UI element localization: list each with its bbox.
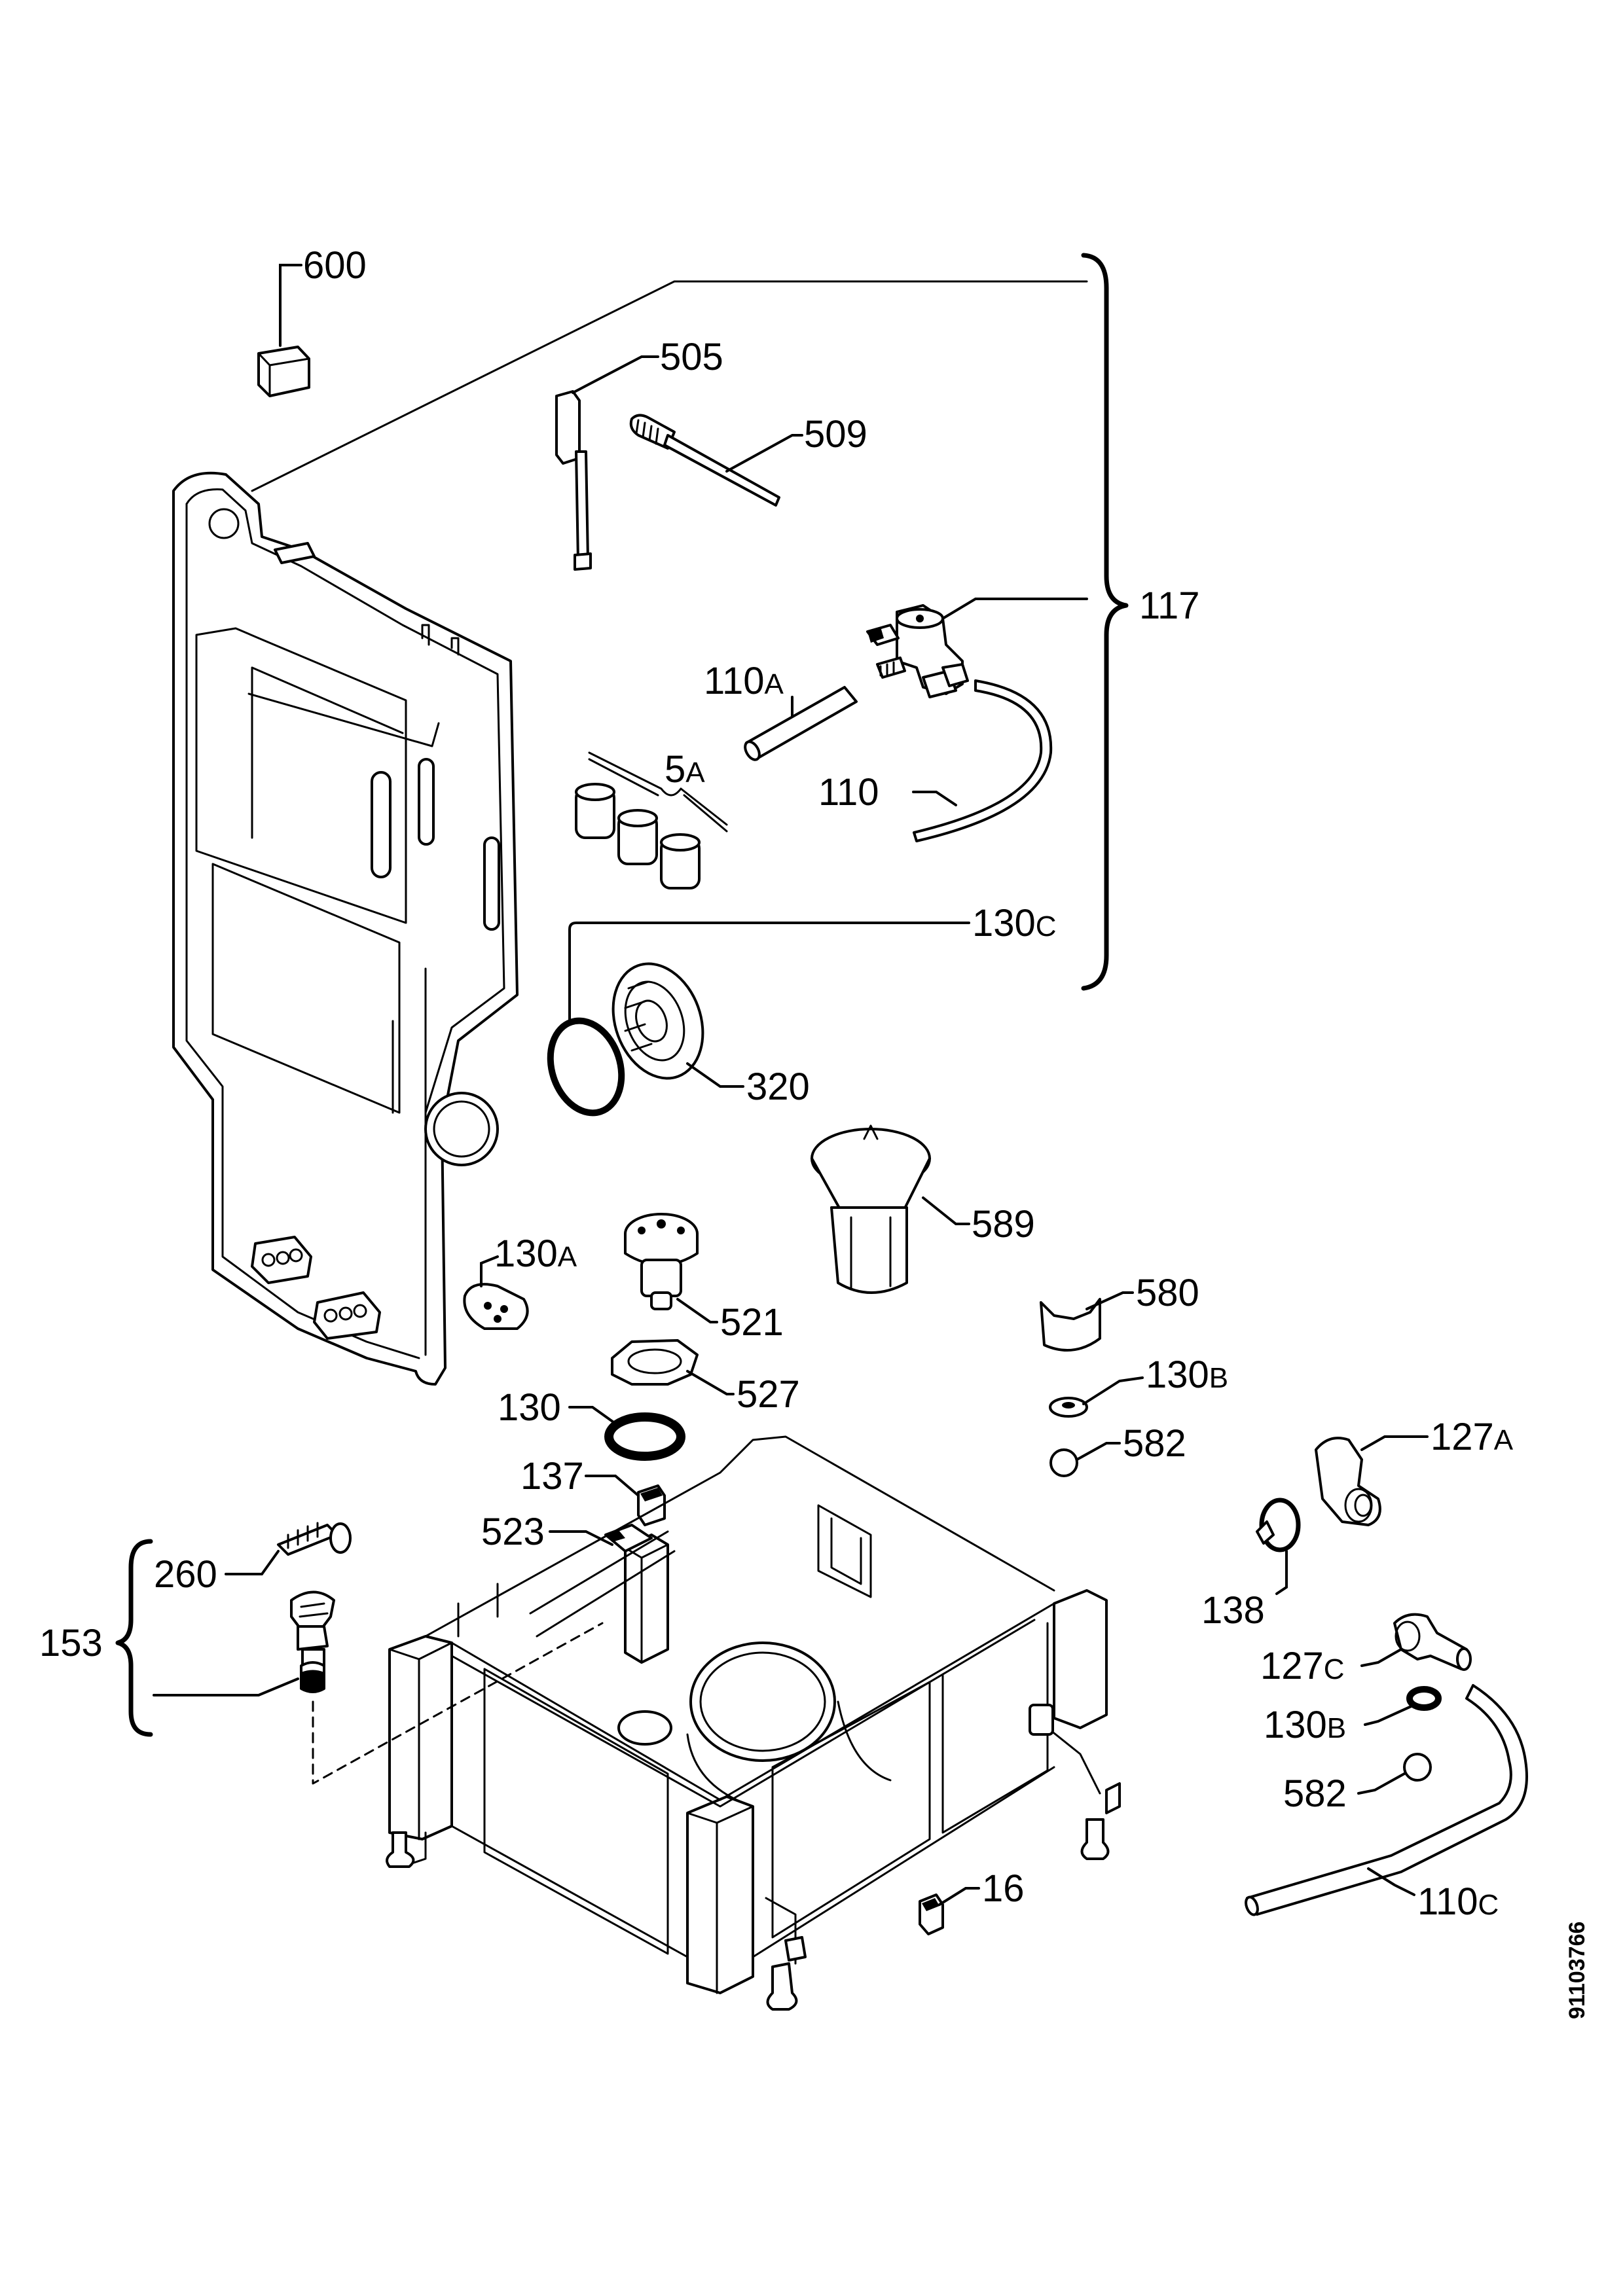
part-127a-connector: [1315, 1437, 1381, 1526]
part-5a-capsules: [575, 751, 728, 889]
part-320-pump-cover: [611, 962, 704, 1080]
label-580: 580: [1136, 1272, 1199, 1314]
part-16-clip: [919, 1893, 944, 1935]
leader-130b-bottom: [1364, 1704, 1415, 1726]
leader-130a: [480, 1255, 499, 1287]
label-127c: 127C: [1260, 1645, 1345, 1687]
label-130b-top: 130B: [1146, 1354, 1228, 1396]
leader-600: [279, 264, 302, 347]
part-505-switch: [555, 390, 592, 571]
part-130-ring: [604, 1412, 685, 1461]
group-117-guide-line: [251, 280, 1088, 492]
part-138-clamp: [1256, 1498, 1301, 1552]
label-320: 320: [746, 1066, 810, 1108]
label-130: 130: [498, 1386, 561, 1429]
leader-127a: [1360, 1435, 1429, 1451]
leader-523: [549, 1530, 613, 1546]
label-600: 600: [303, 244, 367, 287]
part-130c-ring: [547, 1017, 625, 1117]
label-509: 509: [804, 413, 867, 456]
part-580-clip: [1040, 1298, 1101, 1352]
leader-505: [572, 355, 659, 394]
label-582-bottom: 582: [1283, 1772, 1347, 1815]
leader-153-valve: [153, 1677, 299, 1696]
label-127a: 127A: [1431, 1416, 1514, 1458]
label-523: 523: [481, 1511, 545, 1553]
label-527: 527: [737, 1373, 800, 1416]
leader-130: [568, 1406, 617, 1425]
leader-137: [585, 1475, 640, 1497]
leader-589: [922, 1196, 970, 1225]
part-521-hub: [624, 1213, 699, 1310]
part-527-nut: [611, 1339, 699, 1386]
dashed-guide-153: [312, 1622, 604, 1785]
leader-320: [686, 1062, 744, 1088]
label-110a: 110A: [704, 660, 784, 702]
side-panel: [172, 471, 519, 1386]
part-600-block: [257, 346, 310, 397]
label-260: 260: [154, 1553, 217, 1596]
label-505: 505: [660, 336, 723, 378]
leader-509: [725, 434, 803, 473]
label-153: 153: [39, 1622, 103, 1664]
label-117: 117: [1139, 584, 1199, 627]
part-110c-drain-hose: [1245, 1684, 1528, 1916]
leader-527: [686, 1370, 735, 1395]
label-5a: 5A: [665, 748, 705, 791]
label-582-top: 582: [1123, 1422, 1186, 1465]
leader-138: [1275, 1550, 1288, 1595]
label-16: 16: [982, 1867, 1025, 1910]
leader-582-top: [1076, 1442, 1121, 1461]
label-521: 521: [720, 1301, 784, 1344]
leader-260: [225, 1550, 280, 1575]
leader-130c: [568, 922, 970, 1022]
part-110a-hose: [744, 686, 858, 761]
leader-127c: [1360, 1648, 1402, 1667]
label-110c: 110C: [1417, 1880, 1499, 1923]
part-582-ball-bottom: [1403, 1753, 1432, 1782]
part-110-curved-hose: [913, 679, 1053, 842]
label-130c: 130C: [972, 902, 1057, 944]
part-130a-gasket: [463, 1283, 529, 1330]
leader-130b-top: [1082, 1376, 1144, 1405]
leader-110: [912, 791, 957, 806]
part-589-funnel: [811, 1124, 931, 1294]
part-582-ball-top: [1049, 1448, 1078, 1477]
leader-110c: [1367, 1867, 1415, 1896]
label-110: 110: [818, 771, 879, 814]
label-138: 138: [1201, 1589, 1265, 1632]
part-127c-elbow: [1393, 1613, 1472, 1671]
part-130b-washer-bottom: [1406, 1686, 1442, 1711]
leader-117: [941, 598, 1088, 620]
base-frame: [386, 1435, 1121, 2011]
label-130a: 130A: [494, 1232, 577, 1275]
group-153-brace: [115, 1539, 153, 1737]
part-260-screw: [277, 1522, 352, 1556]
leader-582-bottom: [1357, 1772, 1406, 1795]
part-153-valve: [290, 1590, 335, 1693]
leader-16: [938, 1887, 980, 1906]
part-130b-washer-top: [1049, 1397, 1088, 1418]
leader-580: [1085, 1291, 1134, 1310]
document-number: 91103766: [1565, 1922, 1590, 2019]
part-523-column: [604, 1524, 669, 1664]
leader-521: [676, 1298, 718, 1323]
label-137: 137: [520, 1455, 584, 1498]
part-509-rod: [629, 414, 780, 507]
label-589: 589: [972, 1203, 1035, 1246]
part-valve-assembly: [866, 604, 969, 698]
group-117-brace: [1081, 253, 1129, 991]
label-130b-bottom: 130B: [1264, 1704, 1346, 1746]
